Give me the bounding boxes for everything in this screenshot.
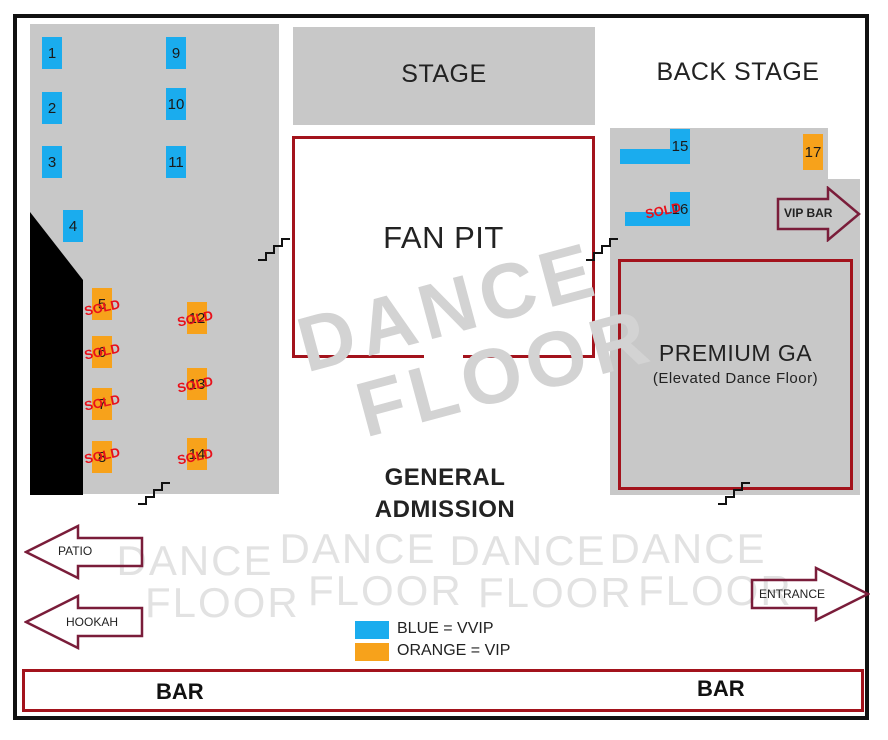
- entrance-label[interactable]: ENTRANCE: [759, 587, 826, 601]
- table-1[interactable]: 1: [42, 37, 62, 69]
- watermark-floor-1: FLOOR: [145, 579, 300, 626]
- bar-label-right: BAR: [697, 676, 745, 701]
- dance-floor-watermark-4: DANCE FLOOR: [608, 525, 793, 614]
- table-4[interactable]: 4: [63, 210, 83, 242]
- patio-label[interactable]: PATIO: [58, 544, 93, 558]
- entrance-arrow-icon: [750, 566, 870, 622]
- table-16[interactable]: 16: [670, 192, 690, 226]
- stage-area: [293, 27, 595, 125]
- table-12[interactable]: 12: [187, 302, 207, 334]
- hookah-label[interactable]: HOOKAH: [66, 615, 119, 629]
- legend-vvip-text: BLUE = VVIP: [397, 620, 494, 637]
- dance-floor-watermark-2: DANCE FLOOR: [278, 525, 463, 614]
- fan-pit-label: FAN PIT: [383, 220, 504, 255]
- legend-vvip-swatch: [355, 621, 389, 639]
- table-17[interactable]: 17: [803, 134, 823, 170]
- premium-ga-label: PREMIUM GA: [658, 340, 813, 366]
- watermark-floor-4: FLOOR: [638, 567, 793, 614]
- stairs-icon-left-section: [258, 238, 290, 261]
- fan-pit-bottom-right: [463, 355, 595, 358]
- watermark-dance-3: DANCE: [449, 527, 607, 574]
- table-5[interactable]: 5: [92, 288, 112, 320]
- table-7[interactable]: 7: [92, 388, 112, 420]
- back-stage-label: BACK STAGE: [656, 58, 820, 86]
- table-8[interactable]: 8: [92, 441, 112, 473]
- dance-floor-watermark-3: DANCE FLOOR: [448, 527, 633, 616]
- watermark-floor-3: FLOOR: [478, 569, 633, 616]
- watermark-dance-4: DANCE: [609, 525, 767, 572]
- premium-ga-area: [618, 259, 853, 490]
- table-9[interactable]: 9: [166, 37, 186, 69]
- bar-counter: [22, 669, 864, 712]
- table-15-wing: [620, 149, 680, 164]
- general-admission-label-2: ADMISSION: [374, 496, 516, 523]
- legend-vip-text: ORANGE = VIP: [397, 642, 511, 659]
- table-14[interactable]: 14: [187, 438, 207, 470]
- stage-label: STAGE: [401, 60, 487, 88]
- table-15[interactable]: 15: [670, 129, 690, 164]
- venue-frame: [13, 14, 869, 720]
- patio-arrow-icon: [24, 524, 144, 580]
- general-admission-label-1: GENERAL: [384, 464, 506, 491]
- vip-bar-label[interactable]: VIP BAR: [784, 206, 833, 220]
- stairs-icon-fan-pit: [586, 238, 618, 261]
- bar-label-left: BAR: [156, 679, 204, 704]
- table-13[interactable]: 13: [187, 368, 207, 400]
- legend-vip-swatch: [355, 643, 389, 661]
- table-11[interactable]: 11: [166, 146, 186, 178]
- table-2[interactable]: 2: [42, 92, 62, 124]
- black-wall: [30, 212, 83, 495]
- fan-pit-area: [292, 136, 595, 358]
- stairs-icon-premium: [718, 482, 750, 505]
- table-16-wing: [625, 212, 680, 226]
- vip-bar-arrow-icon: [776, 186, 861, 242]
- watermark-floor-2: FLOOR: [308, 567, 463, 614]
- fan-pit-bottom-left: [292, 355, 424, 358]
- table-6[interactable]: 6: [92, 336, 112, 368]
- hookah-arrow-icon: [24, 594, 144, 650]
- watermark-dance-2: DANCE: [279, 525, 437, 572]
- premium-ga-sublabel: (Elevated Dance Floor): [652, 370, 819, 387]
- table-10[interactable]: 10: [166, 88, 186, 120]
- stairs-icon-left-bottom: [138, 482, 170, 505]
- table-3[interactable]: 3: [42, 146, 62, 178]
